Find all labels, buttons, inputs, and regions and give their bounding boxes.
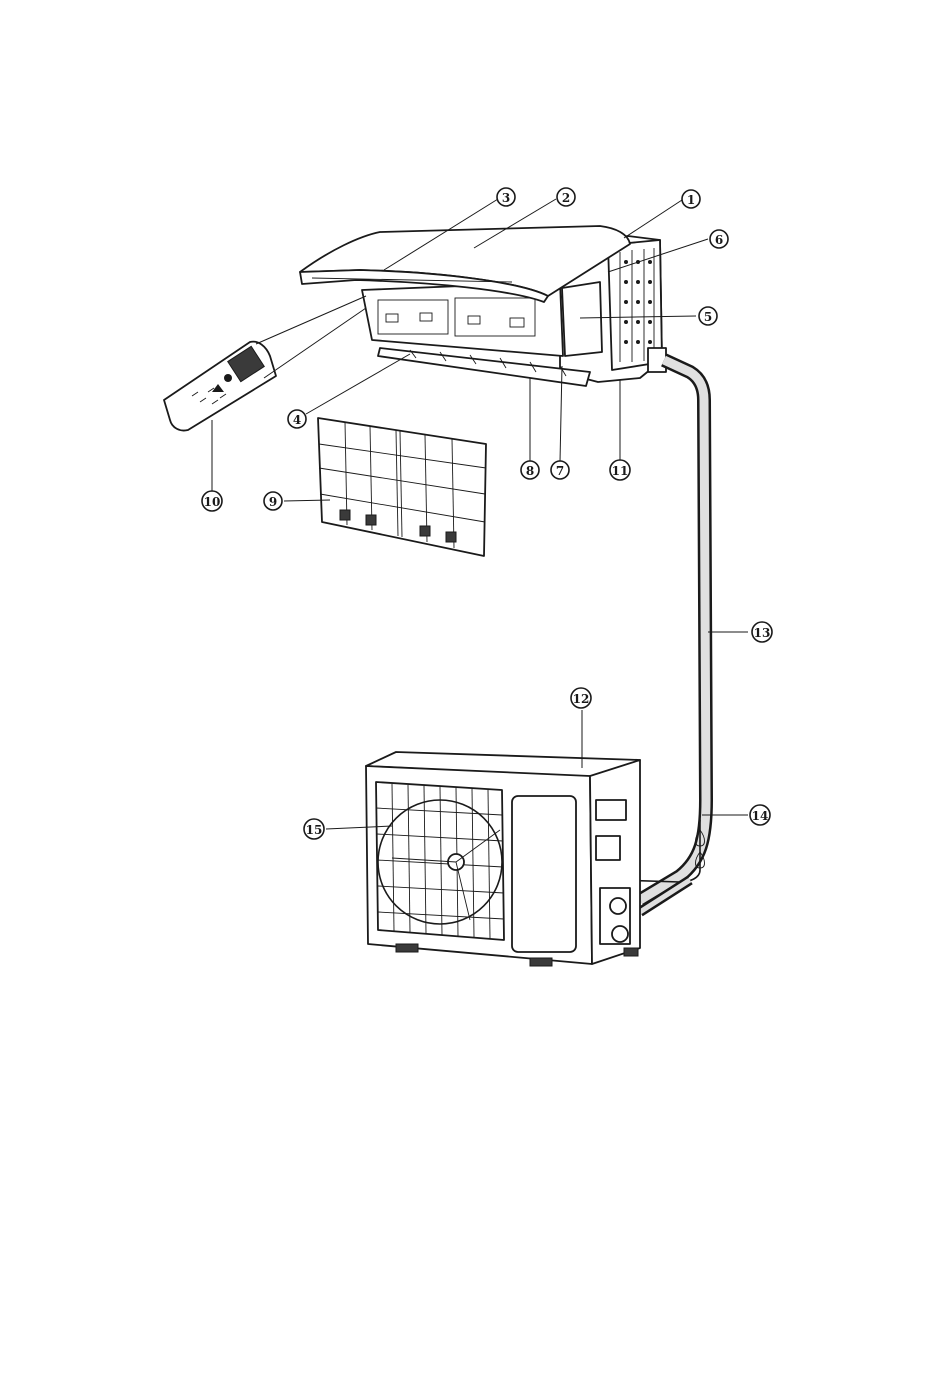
svg-text:11: 11 (612, 464, 629, 478)
svg-text:13: 13 (754, 626, 771, 640)
callout-7: 7 (551, 461, 569, 479)
callout-9: 9 (264, 492, 282, 510)
outdoor-unit-icon (366, 752, 640, 966)
svg-text:12: 12 (573, 692, 590, 706)
callout-10: 10 (202, 491, 222, 511)
svg-text:7: 7 (556, 464, 564, 478)
callout-8: 8 (521, 461, 539, 479)
svg-text:14: 14 (752, 809, 769, 823)
svg-text:2: 2 (562, 191, 570, 205)
callout-13: 13 (752, 622, 772, 642)
callout-2: 2 (557, 188, 575, 206)
svg-text:10: 10 (204, 495, 221, 509)
svg-text:3: 3 (502, 191, 510, 205)
remote-control-icon (164, 342, 276, 431)
svg-text:15: 15 (306, 823, 323, 837)
indoor-unit-icon (300, 226, 666, 386)
callout-14: 14 (750, 805, 770, 825)
callout-4: 4 (288, 410, 306, 428)
svg-text:5: 5 (704, 310, 712, 324)
callout-6: 6 (710, 230, 728, 248)
callout-11: 11 (610, 460, 630, 480)
callout-1: 1 (682, 190, 700, 208)
callout-12: 12 (571, 688, 591, 708)
svg-text:1: 1 (687, 193, 695, 207)
svg-text:6: 6 (715, 233, 723, 247)
callout-3: 3 (497, 188, 515, 206)
callout-5: 5 (699, 307, 717, 325)
svg-text:8: 8 (526, 464, 534, 478)
svg-text:9: 9 (269, 495, 277, 509)
air-filter-icon (318, 418, 486, 556)
svg-text:4: 4 (293, 413, 301, 427)
callout-15: 15 (304, 819, 324, 839)
